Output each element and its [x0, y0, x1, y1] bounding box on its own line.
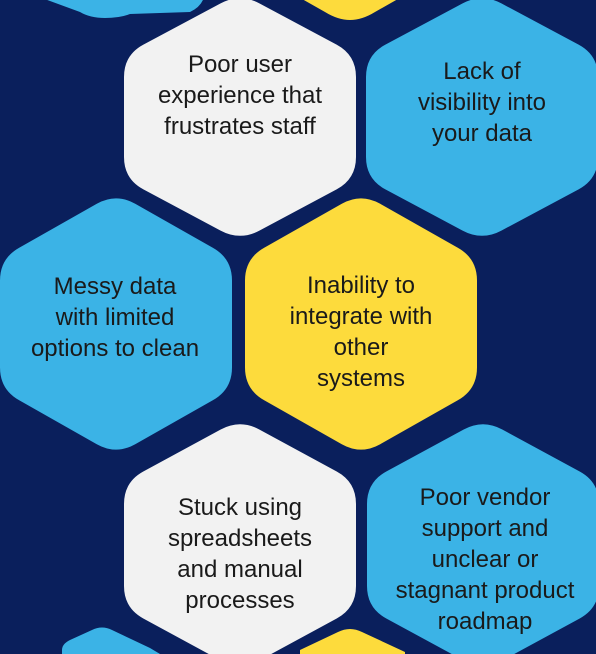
hex-shape-stuck-spreadsheets — [124, 424, 356, 654]
partial-hex-bottom-left — [62, 627, 160, 654]
hex-shape-messy-data — [0, 198, 232, 450]
hex-label-inability-integrate: Inability to integrate with other system… — [289, 272, 433, 392]
partial-hex-bottom-center — [300, 629, 405, 654]
hex-shape-lack-visibility — [366, 0, 596, 236]
partial-hex-top-center — [303, 0, 397, 20]
hex-label-lack-visibility: Lack of visibility into your data — [417, 57, 547, 147]
partial-hex-top-left — [47, 0, 203, 18]
hex-label-messy-data: Messy data with limited options to clean — [30, 272, 200, 362]
hex-label-stuck-spreadsheets: Stuck using spreadsheets and manual proc… — [167, 494, 313, 614]
hex-shape-poor-ux — [124, 0, 356, 236]
hex-label-poor-ux: Poor user experience that frustrates sta… — [157, 50, 323, 140]
hex-label-poor-vendor: Poor vendor support and unclear or stagn… — [395, 483, 575, 635]
hex-shape-inability-integrate — [245, 198, 477, 450]
hex-shape-poor-vendor — [367, 424, 596, 654]
